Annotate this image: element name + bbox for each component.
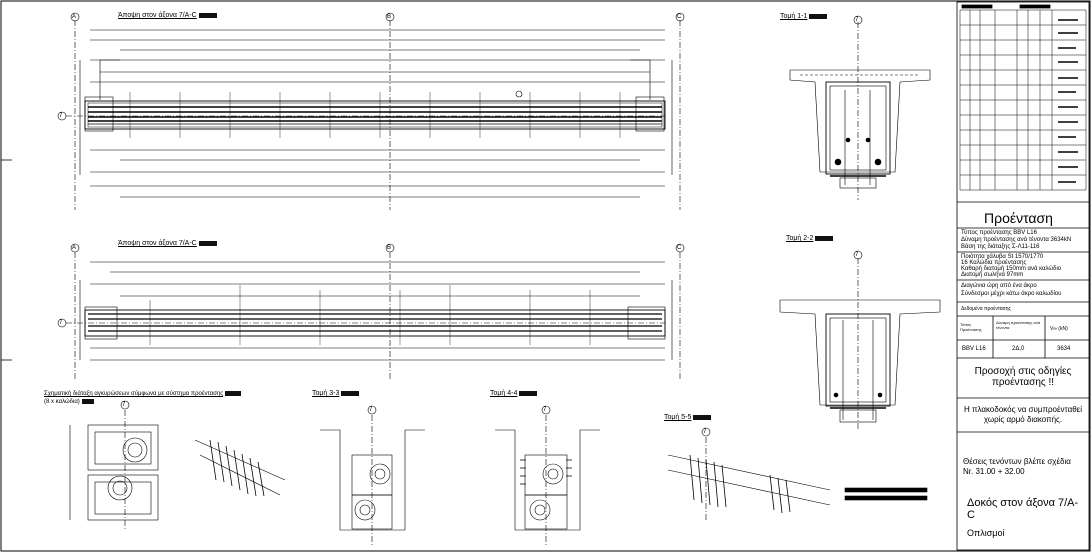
- grid-number-label: 7: [855, 252, 859, 258]
- prestress-table-header: Δύναμη προέντασης ανά τένοντα: [996, 320, 1041, 330]
- grid-number-label: 7: [543, 407, 547, 413]
- grid-number-label: 7: [703, 429, 707, 435]
- title-block-system-line: Δύναμη προέντασης ανά τένοντα 3634kN: [961, 237, 1072, 243]
- title-block-note-line: Σύνδεσμοι μέχρι κάτω άκρο καλωδίου: [961, 291, 1062, 297]
- detail-b-title: Τομή 3-3: [312, 390, 360, 398]
- drawing-subtitle: Οπλισμοί: [967, 528, 1005, 538]
- grid-axis-label: A: [72, 14, 77, 20]
- detail-a-title: Σχηματική διάταξη αγκυρώσεων σύμφωνα με …: [44, 390, 242, 398]
- grid-axis-label: C: [677, 14, 682, 20]
- grid-number-label: 7: [122, 402, 126, 408]
- prestress-table-header: Τύπος Προέντασης: [960, 322, 982, 332]
- title-block-heading: Προένταση: [984, 210, 1053, 226]
- elevation-bottom-title: Άποψη στον άξονα 7/A-C: [118, 240, 217, 248]
- detail-a-subtitle: (8 x καλώδια): [44, 398, 94, 406]
- title-block-material-line: Διατομή σωλήνα 97mm: [961, 272, 1024, 278]
- detail-section-4-4: [495, 405, 600, 545]
- grid-axis-label: B: [387, 245, 392, 251]
- prestress-warning: Προσοχή στις οδηγίες προέντασης !!: [974, 366, 1072, 388]
- grid-number-label: 7: [369, 407, 373, 413]
- detail-section-5-5: [667, 427, 928, 520]
- grid-axis-label: C: [677, 245, 682, 251]
- title-block-material-line: 16 Καλώδια προέντασης: [961, 260, 1027, 266]
- grid-axis-label: B: [387, 14, 392, 20]
- detail-spiral: [194, 439, 286, 497]
- prestress-table-value: BBV L16: [962, 346, 986, 352]
- detail-anchor-plates: [69, 400, 159, 530]
- detail-section-3-3: [320, 405, 425, 545]
- title-block-system-line: Βάση της διάταξης Σ-Λ11-116: [961, 244, 1040, 250]
- prestress-table-value: 2Δ,0: [1012, 346, 1025, 352]
- title-block-system-line: Τύπος προέντασης BBV L16: [961, 230, 1037, 236]
- prestress-table-caption: Δεδομένα προέντασης: [961, 306, 1011, 312]
- cable-note: Η πλακοδοκός να συμπροένταθεί χωρίς αρμό…: [963, 405, 1083, 424]
- grid-number-label: 7: [59, 113, 63, 119]
- section-1-title: Τομή 1-1: [780, 13, 828, 21]
- prestress-table-header: V∞ (kN): [1050, 326, 1068, 332]
- grid-axis-label: A: [72, 245, 77, 251]
- title-block-note-line: Διαγώνια ώρη από ένα άκρο: [961, 283, 1037, 289]
- section-2-title: Τομή 2-2: [786, 235, 834, 243]
- section-1-1: [789, 15, 931, 200]
- title-block-material-line: Ποιότητα χάλυβα St 1570/1770: [961, 254, 1044, 260]
- grid-number-label: 7: [855, 17, 859, 23]
- detail-c-title: Τομή 4-4: [490, 390, 538, 398]
- prestress-table-value: 3634: [1057, 346, 1071, 352]
- section-2-2: [779, 250, 941, 430]
- reference-text: Θέσεις τενόντων βλέπε σχέδια Nr. 31.00 +…: [963, 457, 1071, 476]
- drawing-title: Δοκός στον άξονα 7/A-C: [967, 497, 1079, 521]
- elevation-bottom: [57, 243, 685, 380]
- elevation-top: [57, 12, 685, 210]
- grid-number-label: 7: [59, 320, 63, 326]
- detail-d-title: Τομή 5-5: [664, 414, 712, 422]
- title-block-material-line: Καθαρή διατομή 150mm ανά καλώδιο: [961, 266, 1062, 272]
- title-block-frame: [956, 1, 1090, 551]
- elevation-top-title: Άποψη στον άξονα 7/A-C: [118, 12, 217, 20]
